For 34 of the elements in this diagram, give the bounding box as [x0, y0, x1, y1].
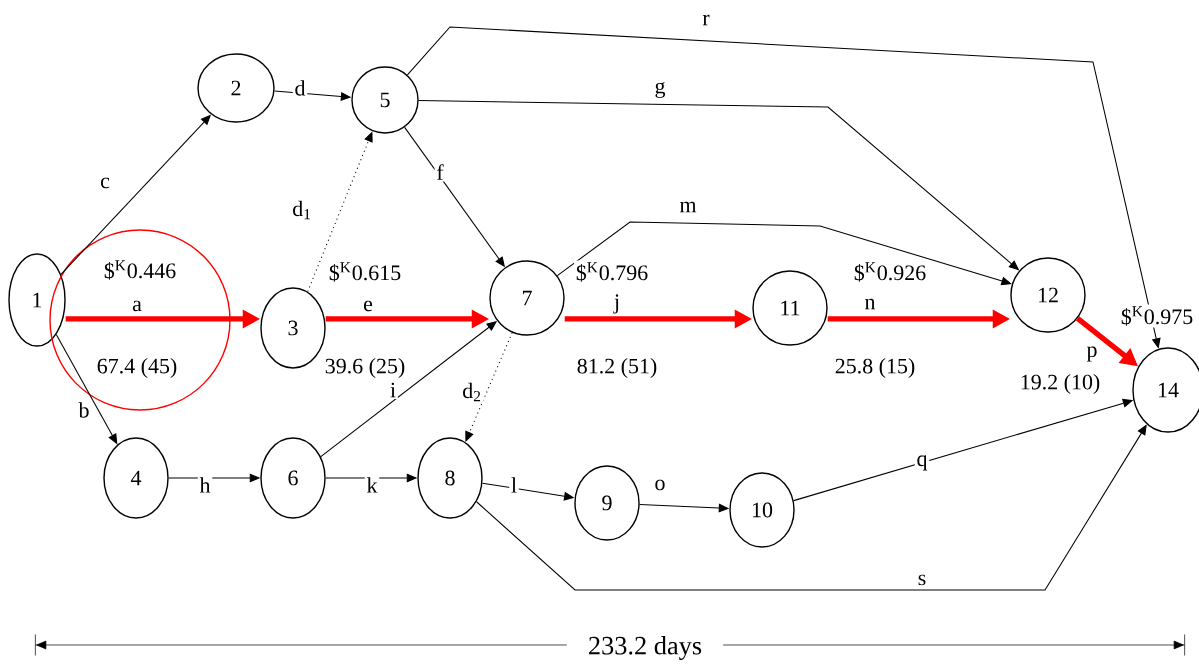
- activity-label: $$^{K}$0.975: [1119, 304, 1195, 328]
- edge-label: s: [915, 572, 929, 588]
- activity-label: $$^{K}$0.796: [574, 260, 650, 284]
- activity-label: $$^{K}$0.926: [852, 260, 928, 284]
- edge-label: d$_{1}$: [290, 199, 314, 221]
- activity-label: $$^{K}$0.446: [102, 258, 178, 282]
- edge-label: g: [652, 80, 668, 100]
- dimension-label: 233.2 days: [566, 632, 724, 664]
- edge-label: r: [700, 13, 712, 27]
- edge-label: m: [677, 200, 699, 214]
- edge-label: d: [292, 78, 308, 98]
- activity-label: 67.4 (45): [95, 356, 180, 380]
- arrow: [556, 221, 1012, 286]
- activity-label: $$^{K}$0.615: [327, 260, 403, 284]
- edge-label: b: [76, 400, 92, 420]
- activity-label: 25.8 (15): [833, 356, 918, 380]
- edge-label: c: [98, 175, 112, 191]
- edge-label: f: [434, 162, 446, 182]
- activity-label: 81.2 (51): [575, 356, 660, 380]
- arrow: [465, 332, 513, 442]
- edge-label: n: [862, 297, 878, 311]
- edge-label: l: [509, 475, 519, 495]
- edge-label: j: [612, 292, 622, 316]
- activity-label: 39.6 (25): [323, 356, 408, 380]
- edge-label: q: [914, 453, 930, 473]
- activity-label: 19.2 (10): [1018, 372, 1103, 396]
- edge-label: p: [1084, 344, 1100, 364]
- edge-label: d$_{2}$: [460, 381, 484, 403]
- edge-label: h: [197, 475, 213, 495]
- edge-label: a: [130, 298, 144, 313]
- edge-label: k: [364, 475, 380, 495]
- edge-label: e: [361, 298, 375, 313]
- edge-label: i: [388, 380, 398, 399]
- edge-label: o: [652, 477, 668, 493]
